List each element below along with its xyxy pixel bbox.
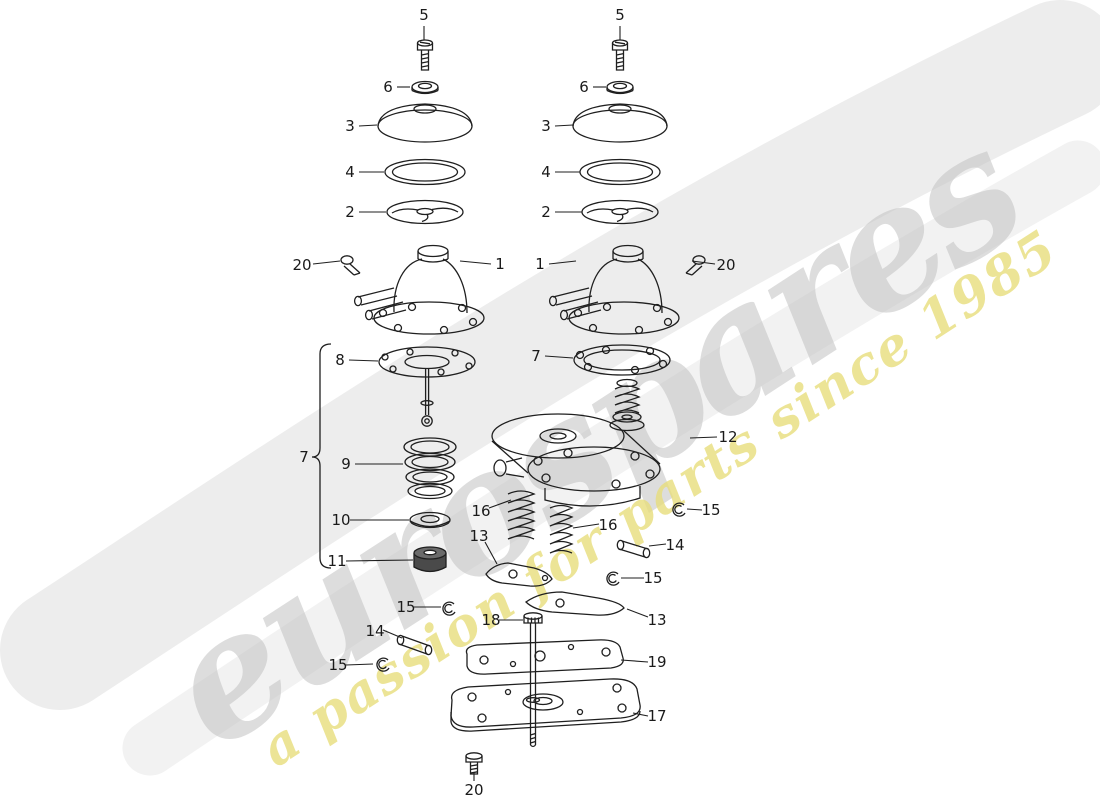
part-label: 20 bbox=[292, 256, 312, 274]
part-label: 20 bbox=[716, 256, 736, 274]
part-label: 2 bbox=[541, 203, 551, 221]
part-label: 14 bbox=[365, 622, 385, 640]
part-label: 11 bbox=[327, 552, 347, 570]
part-label: 3 bbox=[541, 117, 551, 135]
part-label: 16 bbox=[471, 502, 491, 520]
part-label: 3 bbox=[345, 117, 355, 135]
group-7-brace bbox=[312, 344, 331, 568]
part-label: 18 bbox=[481, 611, 501, 629]
coil-spring-part-16-left bbox=[508, 491, 534, 539]
part-label: 13 bbox=[647, 611, 667, 629]
side-screw-part-20-right bbox=[686, 256, 705, 275]
washer-part-10 bbox=[410, 513, 450, 528]
part-label: 15 bbox=[396, 598, 416, 616]
part-label: 8 bbox=[335, 351, 345, 369]
part-label: 17 bbox=[647, 707, 667, 725]
circlip-part-15-d bbox=[377, 658, 389, 671]
part-label: 15 bbox=[701, 501, 721, 519]
part-label: 19 bbox=[647, 653, 667, 671]
part-label: 15 bbox=[643, 569, 663, 587]
circlip-part-15-a bbox=[673, 503, 685, 516]
part-label: 10 bbox=[331, 511, 351, 529]
part-label: 5 bbox=[615, 6, 625, 24]
part-label: 15 bbox=[328, 656, 348, 674]
part-label: 13 bbox=[469, 527, 489, 545]
diaphragm-part-8 bbox=[379, 347, 475, 426]
gasket-part-7-right bbox=[574, 345, 670, 375]
part-label: 1 bbox=[495, 255, 505, 273]
left-pump-stack bbox=[353, 39, 485, 335]
spring-stack-part-9 bbox=[404, 438, 456, 499]
part-label: 7 bbox=[531, 347, 541, 365]
rocker-arm-part-13-upper bbox=[486, 563, 552, 586]
circlip-part-15-b bbox=[607, 572, 619, 585]
part-label: 4 bbox=[541, 163, 551, 181]
pin-part-14-left bbox=[397, 635, 431, 654]
part-label: 7 bbox=[299, 448, 309, 466]
part-label: 12 bbox=[718, 428, 738, 446]
part-label: 6 bbox=[383, 78, 393, 96]
valve-spring-stack bbox=[610, 380, 644, 431]
pin-part-14-right bbox=[617, 540, 649, 557]
lower-housing-part-12 bbox=[492, 414, 660, 506]
part-label: 2 bbox=[345, 203, 355, 221]
rocker-arm-part-13-lower bbox=[526, 592, 624, 615]
part-label: 4 bbox=[345, 163, 355, 181]
part-label: 6 bbox=[579, 78, 589, 96]
part-label: 1 bbox=[535, 255, 545, 273]
part-label: 5 bbox=[419, 6, 429, 24]
bottom-screw-part-20 bbox=[466, 753, 482, 774]
part-label: 14 bbox=[665, 536, 685, 554]
part-label: 16 bbox=[598, 516, 618, 534]
coil-spring-part-16-right bbox=[550, 506, 572, 554]
part-label: 20 bbox=[464, 781, 484, 799]
right-pump-stack bbox=[548, 39, 680, 335]
side-screw-part-20-left bbox=[341, 256, 360, 275]
leader-lines bbox=[313, 26, 717, 781]
seal-part-11 bbox=[414, 547, 446, 572]
circlip-part-15-c bbox=[443, 602, 455, 615]
part-label: 9 bbox=[341, 455, 351, 473]
gasket-plate-part-19 bbox=[466, 640, 623, 674]
bottom-housing-part-17 bbox=[451, 679, 640, 731]
